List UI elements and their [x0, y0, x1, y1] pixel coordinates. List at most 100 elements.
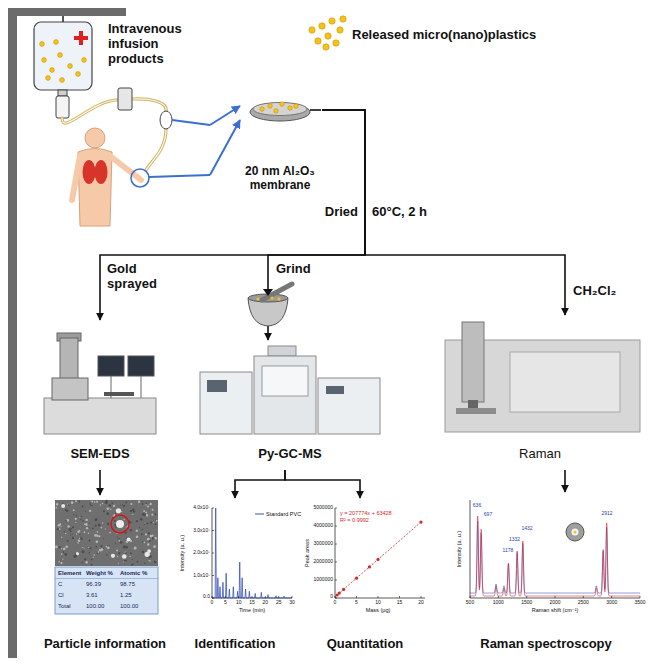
- sem-texture-part: [95, 546, 97, 548]
- sem-texture-part: [118, 538, 119, 539]
- plastic-particles-part: [50, 68, 55, 73]
- sem-texture-part: [115, 513, 116, 514]
- sem-texture-part: [63, 551, 65, 553]
- sem-micrograph-part: [55, 500, 158, 566]
- sem-texture-part: [89, 510, 91, 512]
- iv-stand-part: [8, 8, 126, 16]
- sem-texture-part: [109, 532, 111, 534]
- sem-texture-part: [145, 504, 146, 505]
- sem-texture-part: [102, 522, 103, 523]
- sem-texture-part: [136, 535, 139, 538]
- tick-label: 5000000: [314, 505, 333, 511]
- sem-texture-part: [149, 503, 152, 506]
- sem-texture-part: [155, 523, 157, 525]
- mortar-pestle-part: [270, 296, 273, 299]
- step-label: Grind: [276, 262, 311, 277]
- label-anchor: 30: [289, 600, 295, 606]
- label-anchor: R² = 0.9992: [340, 517, 369, 523]
- sampling-circle: [131, 169, 149, 187]
- pygcms-instrument: [200, 346, 380, 434]
- sem-texture-part: [95, 519, 97, 521]
- sem-texture-part: [91, 564, 93, 566]
- label-anchor: 20: [418, 600, 424, 606]
- chart-traces-part: [342, 588, 345, 591]
- tick-label: 2000000: [314, 559, 333, 565]
- node-label: Raman: [430, 447, 650, 462]
- membrane-dish-part: [250, 103, 310, 121]
- sem-texture-part: [122, 554, 127, 559]
- sem-texture-part: [114, 520, 116, 522]
- label-anchor: 0.0: [203, 594, 210, 600]
- instrument-box: Raman: [430, 315, 652, 470]
- tick-label: 2500: [578, 600, 589, 606]
- label-anchor: 2500: [578, 600, 589, 606]
- flow-arrow: [210, 106, 240, 125]
- sem-texture-part: [141, 533, 143, 535]
- infusion-bag-part: [58, 90, 67, 96]
- sem-texture-part: [88, 547, 89, 548]
- peak-label: 697: [484, 512, 492, 518]
- peak-label: 1432: [521, 526, 532, 532]
- result-panel: Identification: [172, 498, 300, 662]
- sem-texture-part: [152, 509, 154, 511]
- axis-ticks-part: [498, 596, 499, 598]
- step-label: CH₂Cl₂: [573, 284, 616, 299]
- node-label: Quantitation: [302, 637, 428, 652]
- sem-texture-part: [127, 537, 131, 541]
- sem-texture-part: [130, 529, 132, 531]
- sem-texture-part: [83, 551, 84, 552]
- label-anchor: 4000000: [314, 523, 333, 529]
- node-label: Raman spectroscopy: [440, 637, 652, 652]
- sem-instrument-part: [52, 378, 88, 400]
- plastic-particles-part: [319, 23, 325, 29]
- sem-texture-part: [147, 505, 149, 507]
- tick-label: 15: [249, 600, 255, 606]
- label-anchor: 98.75: [120, 581, 135, 588]
- sem-texture-part: [140, 518, 143, 521]
- sem-instrument-part: [141, 376, 142, 398]
- sem-texture-part: [107, 522, 109, 524]
- transfer-line-part: [172, 120, 210, 125]
- plastic-particles-part: [268, 104, 273, 109]
- sem-texture-part: [130, 552, 132, 554]
- sem-texture-part: [123, 546, 126, 549]
- mortar-pestle-part: [262, 284, 292, 300]
- label-anchor: Element: [58, 570, 81, 577]
- label-anchor: 1000000: [314, 577, 333, 583]
- sem-texture-part: [76, 533, 78, 535]
- sem-texture-part: [117, 556, 118, 557]
- table-cell: 96.39: [86, 581, 101, 588]
- label-anchor: Grind: [276, 262, 311, 277]
- sem-texture-part: [145, 502, 147, 504]
- plastic-particles-part: [58, 53, 63, 58]
- sem-texture-part: [98, 551, 99, 552]
- iv-stand-part: [8, 8, 17, 658]
- sem-texture-part: [64, 531, 65, 532]
- sem-texture-part: [72, 526, 74, 528]
- sem-texture-part: [75, 522, 76, 523]
- sem-texture-part: [153, 537, 154, 538]
- sem-texture-part: [75, 500, 77, 502]
- result-panel: Particle information: [40, 495, 172, 662]
- sem-texture-part: [144, 563, 146, 565]
- sem-texture-part: [95, 525, 97, 527]
- sem-texture-part: [123, 545, 125, 547]
- chart-traces-part: [355, 577, 358, 580]
- label-anchor: 20: [263, 600, 269, 606]
- axis-ticks-part: [554, 596, 555, 598]
- sem-texture-part: [154, 513, 156, 515]
- sem-texture-part: [99, 549, 102, 552]
- axis-ticks-part: [212, 553, 214, 554]
- flow-arrow: [100, 110, 365, 320]
- patient-figure-part: [85, 128, 105, 148]
- sem-texture-part: [77, 530, 79, 532]
- sem-texture-part: [135, 546, 137, 548]
- plastic-particles-part: [60, 78, 65, 83]
- sem-texture-part: [58, 561, 59, 562]
- sem-texture-part: [56, 503, 58, 505]
- mortar-pestle: [248, 284, 292, 326]
- sem-texture-part: [89, 523, 90, 524]
- chart-traces-part: [470, 516, 640, 596]
- sem-texture-part: [82, 505, 84, 507]
